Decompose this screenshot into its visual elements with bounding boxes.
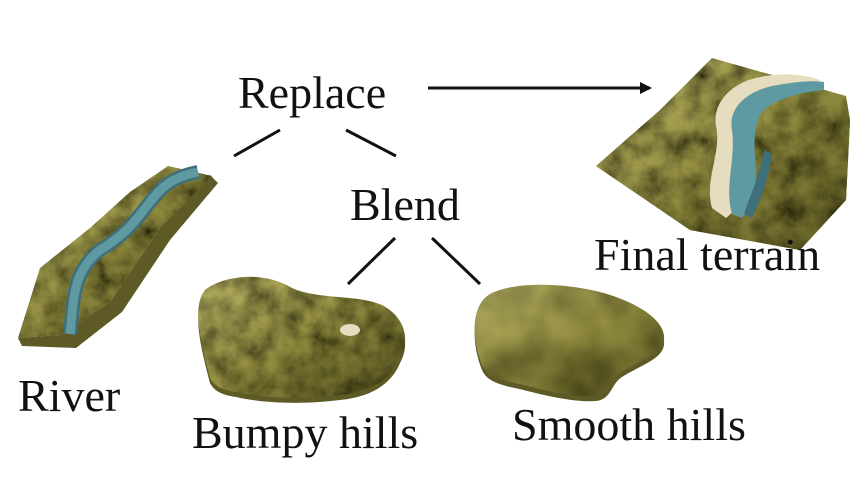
smooth-hills-terrain-image: [474, 284, 665, 402]
replace-node-label: Replace: [238, 67, 387, 118]
river-label: River: [18, 370, 121, 421]
bumpy-hills-terrain-image: [198, 276, 406, 403]
connector-blend-smooth: [430, 236, 482, 286]
final-terrain-label: Final terrain: [594, 229, 821, 280]
bumpy-hills-label: Bumpy hills: [192, 407, 419, 458]
blend-node-label: Blend: [350, 179, 460, 230]
river-terrain-image: [18, 165, 218, 348]
connector-replace-river: [233, 128, 281, 158]
connector-replace-blend: [345, 128, 397, 158]
connector-blend-bumpy: [346, 236, 397, 286]
final-terrain-image: [596, 58, 850, 250]
smooth-hills-label: Smooth hills: [512, 399, 746, 450]
